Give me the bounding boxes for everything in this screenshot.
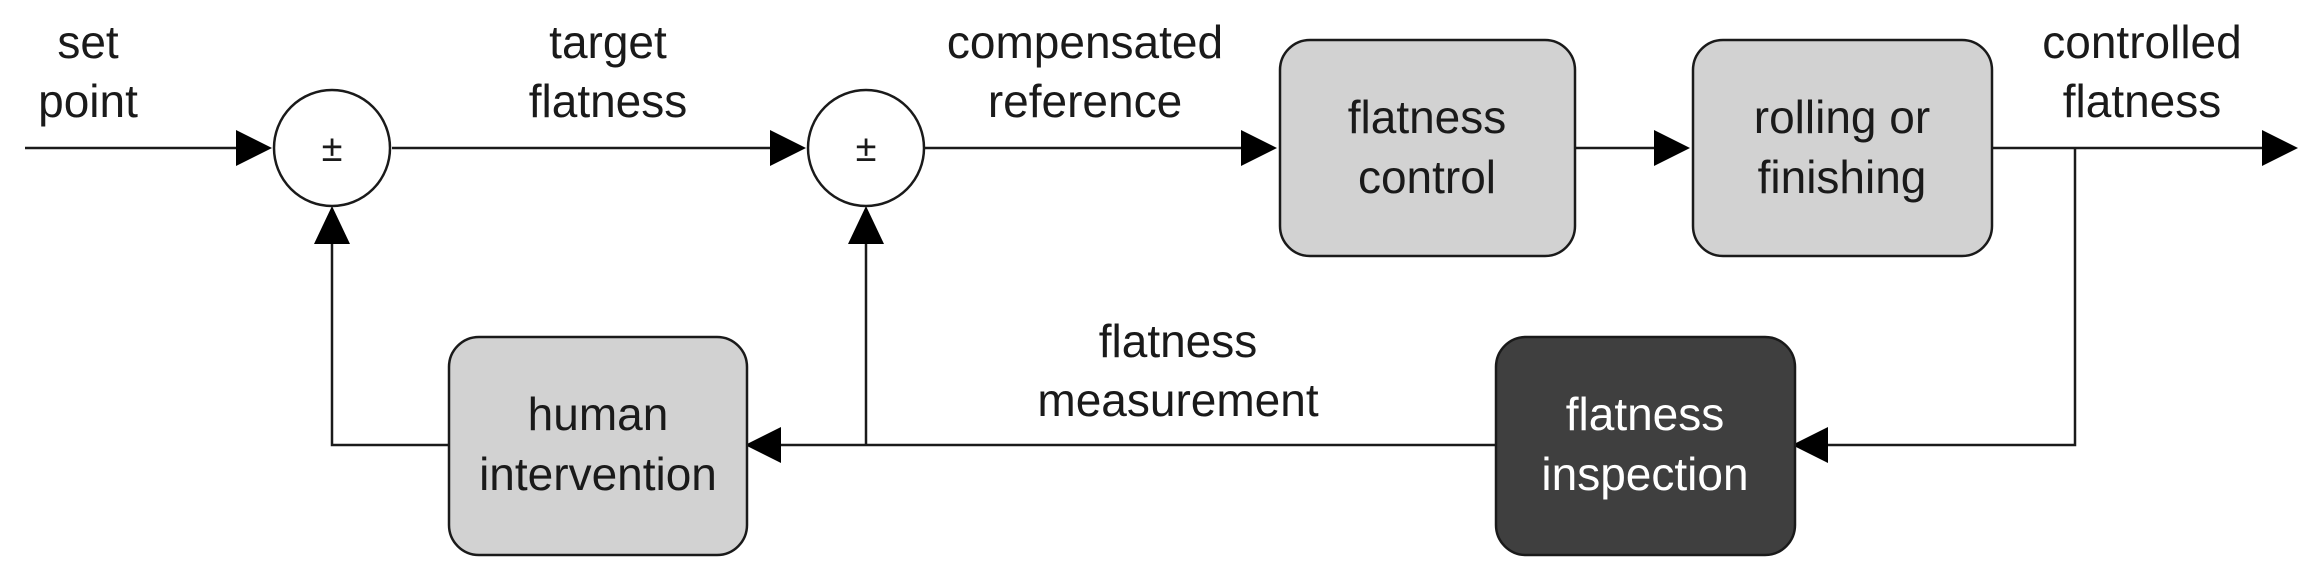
summing-junction-1: ± [272, 88, 392, 208]
human-label-line2: intervention [479, 448, 717, 500]
arrowhead-sum2-input [770, 130, 806, 166]
arrowhead-flatness-control-input [1241, 130, 1277, 166]
human-label-line1: human [528, 388, 669, 440]
arrowhead-inspection-input [1792, 427, 1828, 463]
arrowhead-sum2-feedback [848, 206, 884, 244]
set-point-label-line2: point [38, 75, 138, 127]
flatness-inspection-block: flatness inspection [1494, 335, 1797, 557]
set-point-label-line1: set [57, 16, 119, 68]
compensated-reference-label-line2: reference [988, 75, 1182, 127]
intervention-to-sum1-line [330, 240, 449, 447]
target-flatness-label-line1: target [549, 16, 667, 68]
arrowhead-human-intervention-input [745, 427, 781, 463]
flatness-measurement-label-line2: measurement [1037, 374, 1318, 426]
flatness-control-block: flatness control [1278, 38, 1577, 258]
arrowhead-rolling-input [1654, 130, 1690, 166]
inspection-label-line1: flatness [1566, 388, 1725, 440]
flatness-measurement-label-line1: flatness [1099, 315, 1258, 367]
sum1-symbol: ± [322, 128, 343, 170]
flatness-control-label-line1: flatness [1348, 91, 1507, 143]
arrowhead-sum1-feedback [314, 206, 350, 244]
controlled-flatness-label-line1: controlled [2042, 16, 2241, 68]
flatness-control-label-line2: control [1358, 151, 1496, 203]
arrowhead-sum1-input [236, 130, 272, 166]
output-feedback-line [1828, 148, 2077, 447]
compensated-reference-label-line1: compensated [947, 16, 1223, 68]
rolling-or-finishing-block: rolling or finishing [1691, 38, 1994, 258]
target-flatness-label-line2: flatness [529, 75, 688, 127]
controlled-flatness-label-line2: flatness [2063, 75, 2222, 127]
rolling-label-line1: rolling or [1754, 91, 1930, 143]
summing-junction-2: ± [806, 88, 926, 208]
inspection-label-line2: inspection [1541, 448, 1748, 500]
rolling-label-line2: finishing [1758, 151, 1927, 203]
arrowhead-output [2262, 130, 2298, 166]
human-intervention-block: human intervention [447, 335, 749, 557]
sum2-symbol: ± [856, 128, 877, 170]
